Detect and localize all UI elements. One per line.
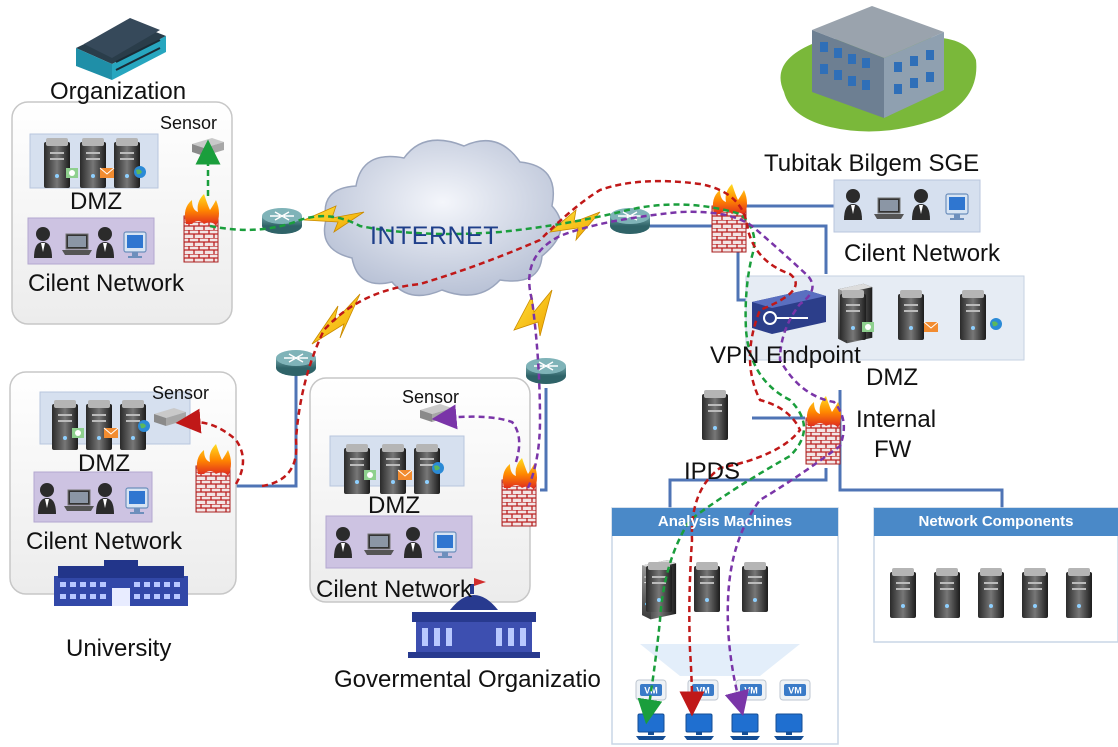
analysis-machines-title: Analysis Machines (657, 513, 793, 530)
vpn-endpoint-label: VPN Endpoint (710, 342, 861, 369)
organization-title: Organization (50, 78, 187, 105)
internet-cloud (323, 139, 562, 297)
government-dmz-label: DMZ (368, 492, 420, 519)
wan-bolts (303, 205, 601, 345)
sge-client-network-label: Cilent Network (844, 240, 1001, 267)
government-sensor-label: Sensor (402, 387, 460, 407)
network-components-panel (873, 507, 1118, 643)
sge-internal-firewall (805, 395, 842, 465)
network-components-title: Network Components (918, 513, 1074, 530)
internal-fw-label-line2: FW (874, 436, 912, 463)
organization-sensor-label: Sensor (160, 113, 218, 133)
government-building-icon (408, 578, 540, 658)
organization-site (11, 101, 233, 325)
university-client-network-label: Cilent Network (26, 528, 183, 555)
government-site (309, 377, 538, 603)
sge-title: Tubitak Bilgem SGE (764, 150, 980, 177)
ipds-label: IPDS (684, 458, 741, 485)
internal-fw-label-line1: Internal (856, 406, 937, 433)
sge-building-icon (780, 6, 977, 132)
organization-building-icon (76, 18, 166, 80)
university-building-icon (54, 560, 188, 606)
internet-label: INTERNET (370, 222, 499, 250)
ipds-server (702, 390, 728, 440)
analysis-machines-panel (611, 507, 839, 745)
sge-dmz-label: DMZ (866, 364, 918, 391)
red-flow (175, 179, 802, 717)
government-client-network-label: Cilent Network (316, 576, 473, 603)
university-dmz-label: DMZ (78, 450, 130, 477)
university-sensor-label: Sensor (152, 383, 210, 403)
government-title: Govermental Organizatio (334, 666, 601, 693)
green-flow (195, 139, 806, 725)
university-title: University (66, 635, 172, 662)
sge-dmz (745, 275, 1025, 361)
sge-client-network (833, 179, 981, 233)
organization-client-network-label: Cilent Network (28, 270, 185, 297)
purple-flow (431, 210, 846, 717)
sge-external-firewall (711, 183, 748, 253)
organization-dmz-label: DMZ (70, 188, 122, 215)
